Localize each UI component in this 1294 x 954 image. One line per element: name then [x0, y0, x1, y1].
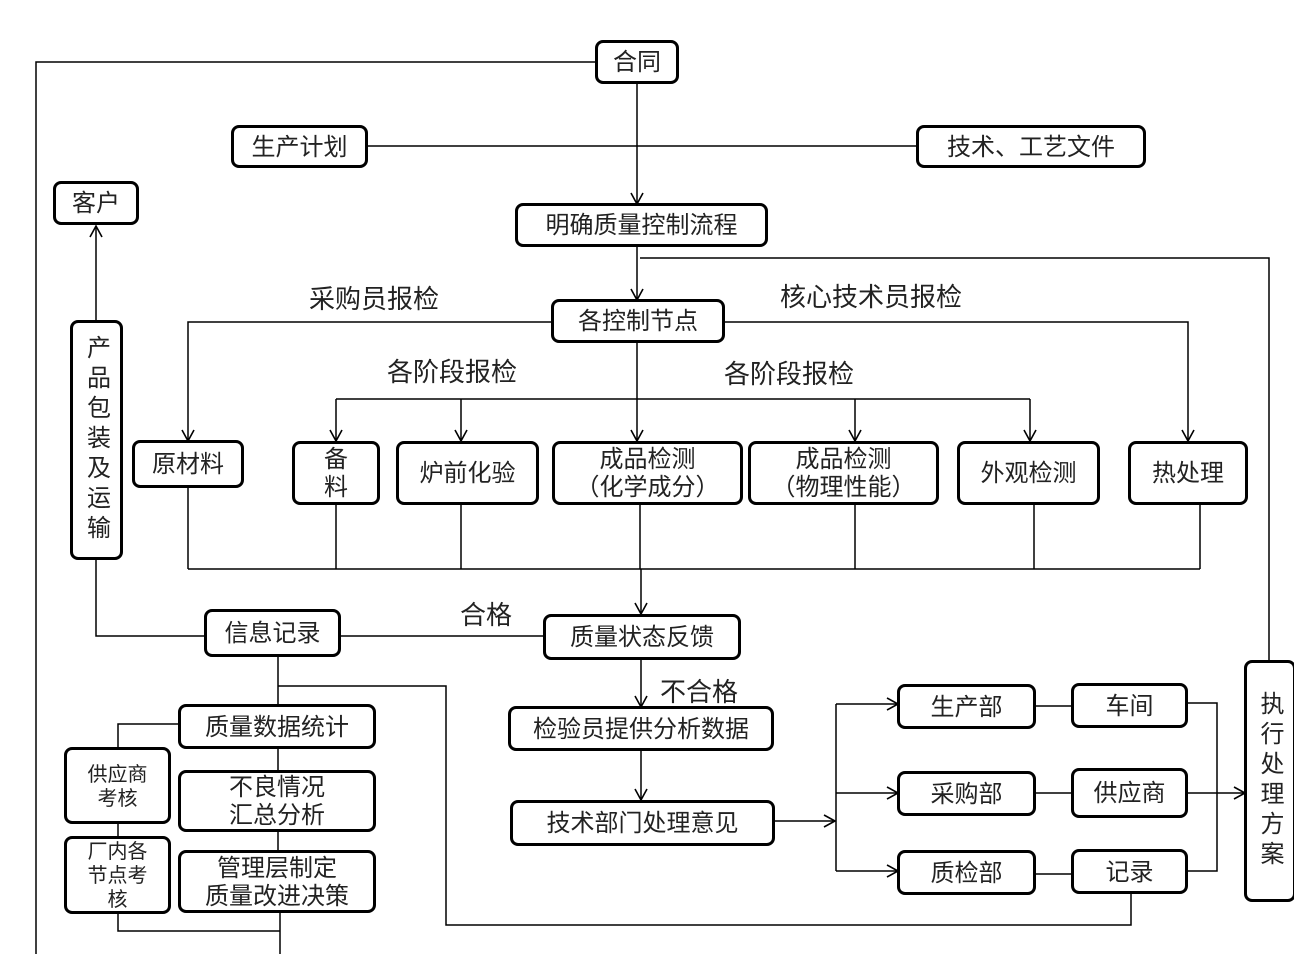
node-purchasing-dept[interactable]: 采购部: [897, 771, 1036, 816]
node-inspector-data[interactable]: 检验员提供分析数据: [508, 706, 774, 751]
arrow-to-raw: [181, 321, 553, 443]
node-product-phys[interactable]: 成品检测 （物理性能）: [748, 441, 939, 505]
node-info-record[interactable]: 信息记录: [204, 609, 341, 657]
node-appearance[interactable]: 外观检测: [957, 441, 1100, 505]
label-stage-inspection-right: 各阶段报检: [724, 360, 855, 390]
node-production-dept[interactable]: 生产部: [897, 684, 1036, 729]
node-plant-node-review[interactable]: 厂内各 节点考 核: [64, 836, 171, 914]
node-define-qc-flow[interactable]: 明确质量控制流程: [515, 203, 768, 247]
label-stage-inspection-left: 各阶段报检: [387, 358, 518, 388]
node-heat-treatment[interactable]: 热处理: [1128, 441, 1248, 505]
node-control-nodes[interactable]: 各控制节点: [551, 299, 725, 343]
node-raw-material[interactable]: 原材料: [132, 440, 244, 488]
line-record-loop: [278, 685, 1132, 926]
node-production-plan[interactable]: 生产计划: [231, 125, 368, 168]
arrow-to-heat: [723, 321, 1195, 443]
node-packaging[interactable]: 产品包装及运输: [70, 320, 123, 560]
label-qualified: 合格: [460, 601, 513, 631]
label-buyer-inspection: 采购员报检: [309, 285, 440, 315]
node-quality-feedback[interactable]: 质量状态反馈: [543, 614, 741, 660]
node-tech-docs[interactable]: 技术、工艺文件: [916, 125, 1146, 168]
line-flow-to-execute: [640, 257, 1270, 662]
node-contract[interactable]: 合同: [595, 40, 679, 84]
node-tech-dept-opinion[interactable]: 技术部门处理意见: [510, 800, 775, 846]
node-record[interactable]: 记录: [1071, 849, 1188, 894]
node-customer[interactable]: 客户: [53, 181, 139, 225]
node-defect-analysis[interactable]: 不良情况 汇总分析: [178, 770, 376, 832]
line-record-to-packaging: [95, 558, 206, 637]
node-furnace-test[interactable]: 炉前化验: [396, 441, 539, 505]
label-core-tech-inspection: 核心技术员报检: [780, 283, 963, 313]
node-workshop[interactable]: 车间: [1071, 683, 1188, 728]
node-execute-plan[interactable]: 执行处理方案: [1244, 660, 1294, 902]
node-qc-dept[interactable]: 质检部: [897, 850, 1036, 895]
node-prep-material[interactable]: 备 料: [292, 441, 380, 505]
label-unqualified: 不合格: [660, 678, 739, 708]
node-supplier-review[interactable]: 供应商 考核: [64, 747, 171, 824]
line-contract-left-loop: [35, 61, 596, 954]
node-mgmt-decision[interactable]: 管理层制定 质量改进决策: [178, 850, 376, 913]
node-product-chem[interactable]: 成品检测 （化学成分）: [552, 441, 743, 505]
node-supplier[interactable]: 供应商: [1071, 768, 1188, 818]
node-quality-stats[interactable]: 质量数据统计: [178, 704, 376, 749]
